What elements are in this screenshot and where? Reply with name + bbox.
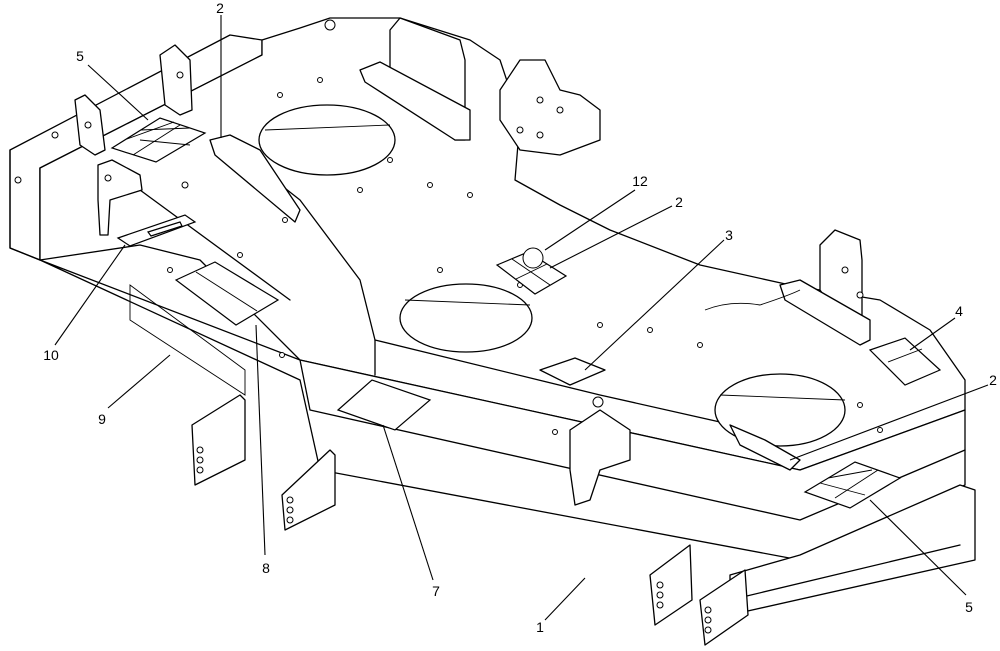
- callout-1: 1: [536, 619, 544, 635]
- callout-5-right: 5: [965, 599, 973, 615]
- decal-strip-10: [116, 214, 197, 247]
- callout-2-top: 2: [216, 0, 224, 16]
- callout-10: 10: [43, 347, 59, 363]
- part-12-plug: [522, 247, 544, 269]
- callout-2-center: 2: [675, 194, 683, 210]
- leader-lines: [54, 15, 989, 621]
- callout-4: 4: [955, 303, 963, 319]
- deck-holes: [14, 19, 883, 435]
- callout-5-left: 5: [76, 48, 84, 64]
- callout-2-right: 2: [989, 372, 997, 388]
- callout-3: 3: [725, 227, 733, 243]
- wire: [704, 289, 801, 311]
- callout-8: 8: [262, 560, 270, 576]
- brackets: [74, 17, 871, 506]
- blade-openings: [258, 104, 846, 447]
- callout-12: 12: [632, 173, 648, 189]
- decal-grid-right: [803, 461, 902, 509]
- decal-rect-8: [174, 261, 280, 326]
- callout-9: 9: [98, 411, 106, 427]
- height-adjust-plates: [191, 394, 749, 646]
- callouts: 2 5 12 2 3 4 2 10 9 8 7 1 5: [43, 0, 997, 635]
- decal-rect-7: [336, 379, 432, 431]
- decal-grid-left: [110, 117, 207, 163]
- decal-small-grid: [495, 251, 568, 295]
- decal-right-rect: [868, 337, 942, 386]
- callout-7: 7: [432, 583, 440, 599]
